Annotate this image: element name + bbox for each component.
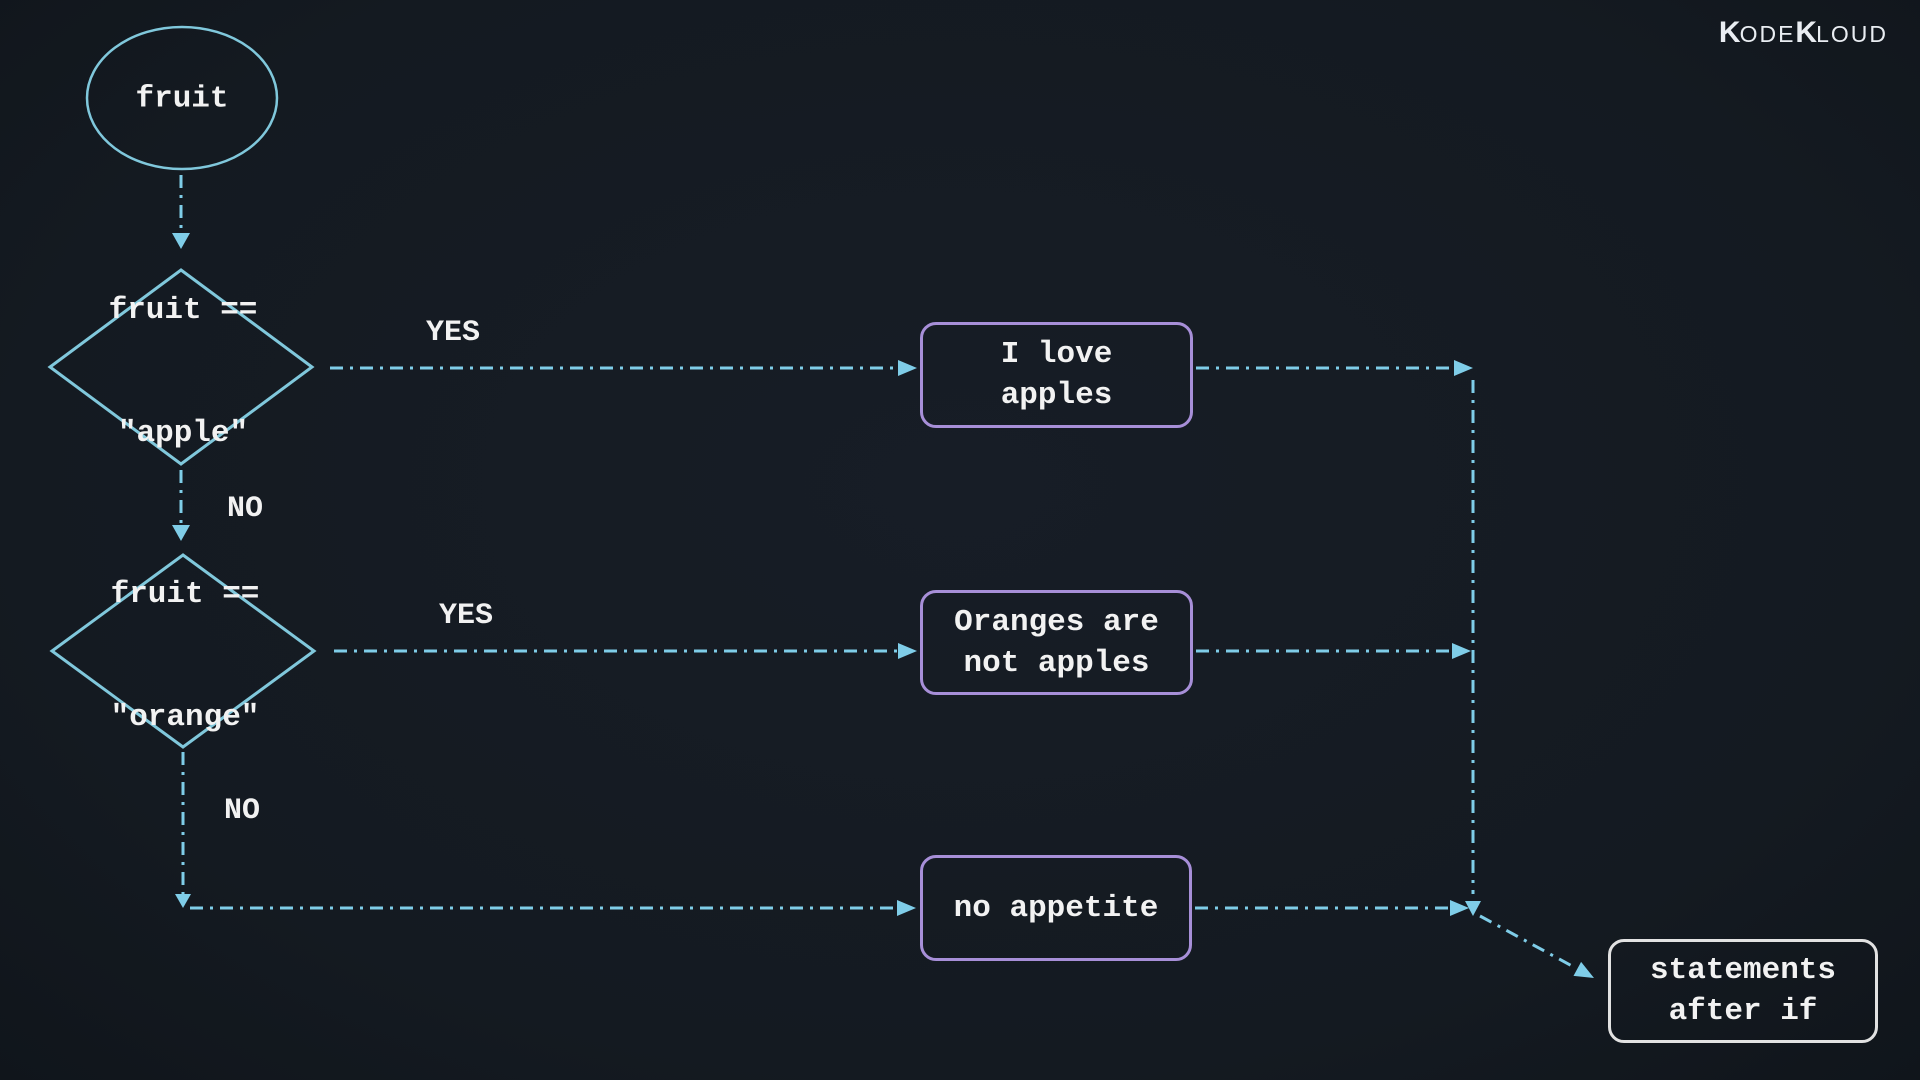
end-line1: statements [1649,953,1837,988]
decision-apple-line1: fruit == [108,293,258,328]
edge-apple-merge-arrowhead-icon [1454,360,1473,376]
decision-apple-label: fruit == "apple" [109,208,258,536]
edge-label-yes-orange: YES [438,599,494,633]
edge-end-line [1479,914,1573,968]
edge-yes-orange-arrowhead-icon [898,643,917,659]
edge-yes-apple-arrowhead-icon [898,360,917,376]
result-orange-line2: not apples [963,645,1150,681]
edge-label-no-apple: NO [226,492,264,526]
result-orange-line1: Oranges are [954,604,1159,640]
decision-orange-line1: fruit == [110,577,260,612]
end-box: statements after if [1608,939,1878,1043]
decision-orange-label: fruit == "orange" [111,492,260,820]
start-ellipse-shape [85,25,279,171]
decision-orange-diamond-shape [49,553,317,749]
result-apple-box: I love apples [920,322,1193,428]
logo-part1: ODE [1739,21,1796,47]
edge-label-no-orange: NO [223,794,261,828]
logo-k2: K [1795,16,1818,49]
decision-apple-diamond-shape [47,268,315,466]
logo-part2: LOUD [1816,21,1888,47]
decision-orange-line2: "orange" [110,700,260,735]
decision-apple-line2: "apple" [117,416,249,451]
edge-end-arrowhead-icon [1573,961,1594,978]
edge-none-merge-arrowhead-icon [1450,900,1469,916]
edge-orange-merge-arrowhead-icon [1452,643,1471,659]
result-apple-line2: apples [1000,378,1113,413]
end-line2: after if [1668,994,1818,1029]
edge-no-orange-arrowhead-icon [897,900,916,916]
result-none-label: no appetite [953,890,1159,926]
edge-no-orange-corner-arrowhead-icon [175,894,191,908]
merge-junction-arrowhead-icon [1465,901,1481,916]
logo-k1: K [1718,16,1741,49]
start-node-label: fruit [135,81,229,117]
edge-start-arrowhead-icon [172,233,190,249]
result-none-box: no appetite [920,855,1192,961]
edge-no-apple-arrowhead-icon [172,525,190,541]
edge-label-yes-apple: YES [425,316,481,350]
result-apple-line1: I love [1000,337,1113,372]
result-orange-box: Oranges are not apples [920,590,1193,695]
